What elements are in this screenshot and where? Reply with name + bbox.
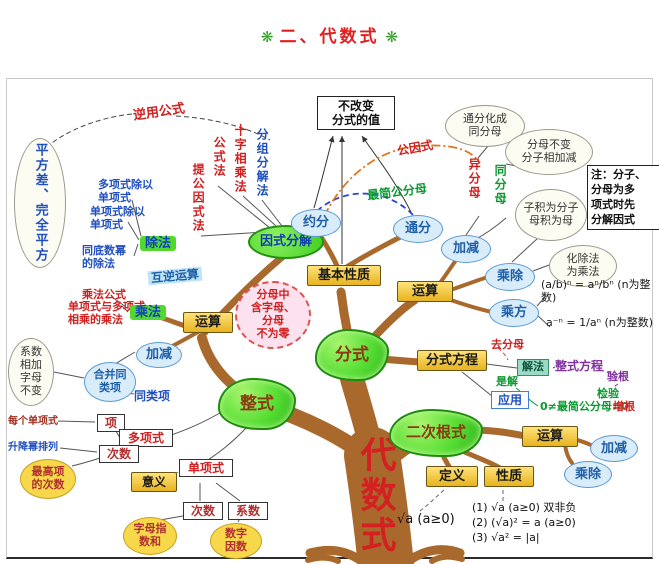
node-formula-method: 公式法 <box>212 136 227 178</box>
node-term: 项 <box>97 414 125 433</box>
node-mono-div-mono: 单项式除以 单项式 <box>90 205 145 231</box>
node-basic-property: 基本性质 <box>307 265 381 287</box>
node-radical-property-2: (2) (√a)² = a (a≥0) <box>472 516 576 529</box>
leaf-decoration-icon: ❋ <box>385 28 399 46</box>
node-keep-fraction-value: 不改变 分式的值 <box>317 96 395 131</box>
node-note: 注：分子、 分母为多 项式时先 分解因式 <box>587 165 659 231</box>
node-grouping-method: 分组分解法 <box>255 128 270 198</box>
node-integral-equation: 整式方程 <box>555 359 604 373</box>
node-radical-add-sub: 加减 <box>590 435 638 462</box>
node-coefficient: 系数 <box>228 502 268 521</box>
node-multiplication: 乘法 <box>130 305 167 321</box>
node-integral-expression: 整式 <box>218 378 296 430</box>
node-definition: 定义 <box>426 466 478 488</box>
node-fraction-equation: 分式方程 <box>417 350 487 372</box>
node-mono-poly-multiplication: 单项式与多项式 相乘的乘法 <box>68 300 145 326</box>
node-root-check: 验根 <box>607 370 629 383</box>
node-radical-mul-div: 乘除 <box>564 461 612 488</box>
node-radical-property-1: (1) √a (a≥0) 双非负 <box>472 501 577 514</box>
node-same-base-power-division: 同底数幂 的除法 <box>82 244 126 270</box>
node-different-denominator: 异分母 <box>467 158 482 200</box>
leaf-decoration-icon: ❋ <box>260 28 274 46</box>
node-extraneous-root: 增根 <box>613 400 635 413</box>
node-radical-property-3: (3) √a² = |a| <box>472 531 540 544</box>
node-square-difference-perfect-square: 平方差、完全平方 <box>14 138 66 268</box>
node-letter-exponent-sum: 字母指 数和 <box>123 517 177 555</box>
node-reduction: 约分 <box>291 209 341 237</box>
page-title-row: ❋ 二、代数式 ❋ <box>0 22 659 47</box>
page-title: 二、代数式 <box>279 27 380 47</box>
node-radical-definition-formula: √a (a≥0) <box>397 512 455 527</box>
node-division-to-multiplication: 化除法 为乘法 <box>549 245 617 287</box>
node-is-solution: 是解 <box>496 375 518 388</box>
node-highest-term-degree: 最高项 的次数 <box>20 459 76 499</box>
node-solving-method: 解法 <box>517 359 549 376</box>
node-each-monomial: 每个单项式 <box>8 416 58 427</box>
node-monomial: 单项式 <box>179 459 233 478</box>
node-fraction-mul-div: 乘除 <box>485 263 535 291</box>
node-fraction-power: 乘方 <box>489 299 539 327</box>
node-cross-multiplication-method: 十字相乘法 <box>233 124 248 194</box>
node-power-formula: (a/b)ⁿ = aⁿ/bⁿ (n为整数) <box>541 278 651 304</box>
node-denominator-check: 0≠最简公分母=0 <box>540 400 629 413</box>
node-factorization: 因式分解 <box>248 225 324 259</box>
node-quadratic-radical: 二次根式 <box>389 409 483 457</box>
node-coefficient-add-rule: 系数 相加 字母 不变 <box>8 338 54 406</box>
node-poly-div-mono: 多项式除以 单项式 <box>98 178 153 204</box>
node-meaning: 意义 <box>131 472 177 493</box>
node-numeric-factor: 数字 因数 <box>210 523 262 559</box>
node-clear-denominator: 去分母 <box>491 338 524 351</box>
node-monomial-degree: 次数 <box>183 502 223 521</box>
trunk-label: 代数式 <box>354 436 396 556</box>
node-negative-exponent-formula: a⁻ⁿ = 1/aⁿ (n为整数) <box>546 316 654 329</box>
node-fraction-operations: 运算 <box>397 281 453 303</box>
node-like-terms: 同类项 <box>134 389 171 403</box>
node-property: 性质 <box>484 466 534 488</box>
node-unify-denominator: 通分化成 同分母 <box>445 105 525 147</box>
node-application: 应用 <box>491 391 530 410</box>
node-polynomial: 多项式 <box>119 429 173 448</box>
node-integral-add-sub: 加减 <box>136 342 182 368</box>
node-same-denominator: 同分母 <box>493 164 508 206</box>
node-common-denomination: 通分 <box>393 215 443 243</box>
node-power-ordering: 升降幂排列 <box>8 442 58 453</box>
node-denominator-condition: 分母中 含字母、 分母 不为零 <box>235 281 311 349</box>
node-common-factor-method: 提公因式法 <box>191 163 206 233</box>
node-combine-like-terms: 合并同 类项 <box>84 362 136 402</box>
node-division: 除法 <box>140 236 177 252</box>
node-radical-operations: 运算 <box>522 426 578 448</box>
node-multiplication-formula: 乘法公式 <box>82 288 126 301</box>
node-verify: 检验 <box>597 387 619 400</box>
node-polynomial-degree: 次数 <box>99 445 139 464</box>
node-fraction: 分式 <box>315 329 389 381</box>
node-fraction-add-sub: 加减 <box>441 235 491 263</box>
node-same-denominator-rule: 分母不变 分子相加减 <box>505 129 593 175</box>
node-product-rule: 子积为分子 母积为母 <box>515 189 587 241</box>
node-integral-operations: 运算 <box>183 312 233 334</box>
